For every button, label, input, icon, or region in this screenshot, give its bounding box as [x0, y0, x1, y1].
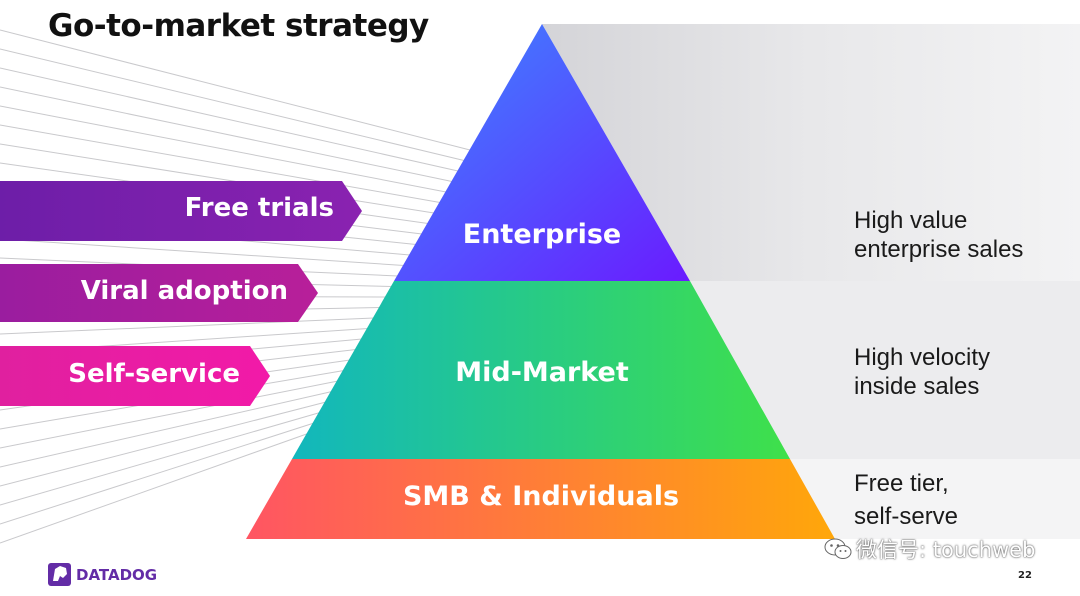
description-line: inside sales: [854, 373, 980, 400]
perspective-line: [0, 422, 315, 525]
shade-band-smb: [790, 459, 1080, 539]
perspective-line: [0, 105, 447, 193]
arrow-self-service: [0, 346, 270, 406]
slide-title: Go-to-market strategy: [48, 8, 429, 44]
arrow-viral-adoption: [0, 264, 318, 322]
description-line: High velocity: [854, 344, 991, 371]
perspective-line: [0, 380, 339, 449]
perspective-line: [0, 391, 333, 468]
tier-mid-market: [292, 281, 790, 459]
datadog-dog-icon: [48, 563, 71, 586]
arrow-free-trials: [0, 181, 362, 241]
description-line: enterprise sales: [854, 236, 1024, 263]
page-number: 22: [1018, 570, 1032, 581]
description-line: self-serve: [854, 503, 959, 530]
tier-label-mid-market: Mid-Market: [455, 357, 629, 388]
perspective-line: [0, 67, 459, 172]
perspective-line: [0, 86, 453, 182]
tier-smb: [246, 459, 835, 539]
channel-label-self-service: Self-service: [68, 359, 240, 389]
description-line: Free tier,: [854, 470, 949, 497]
datadog-logo-text: DATADOG: [76, 566, 158, 584]
perspective-line: [0, 124, 441, 203]
shade-band-mid-market: [690, 281, 1080, 459]
tier-label-smb: SMB & Individuals: [402, 481, 680, 512]
channel-label-free-trials: Free trials: [184, 193, 334, 223]
perspective-line: [0, 48, 465, 161]
perspective-line: [0, 412, 321, 506]
perspective-line: [0, 317, 375, 335]
perspective-line: [0, 238, 405, 266]
tier-description-enterprise: High value enterprise sales: [854, 206, 1023, 264]
shade-band-enterprise: [542, 24, 1080, 281]
perspective-line: [0, 401, 327, 487]
description-line: High value: [854, 207, 968, 234]
tier-label-enterprise: Enterprise: [462, 219, 622, 250]
perspective-line: [0, 143, 435, 214]
tier-enterprise: [394, 24, 690, 281]
tier-description-mid-market: High velocity inside sales: [854, 343, 990, 401]
perspective-line: [0, 433, 309, 544]
tier-description-smb: Free tier, self-serve: [854, 467, 958, 533]
watermark-text: 微信号: touchweb: [856, 538, 1036, 562]
channel-label-viral-adoption: Viral adoption: [80, 276, 288, 306]
perspective-line: [0, 29, 471, 151]
wechat-icon: [824, 538, 852, 560]
watermark: 微信号: touchweb: [824, 534, 1035, 564]
